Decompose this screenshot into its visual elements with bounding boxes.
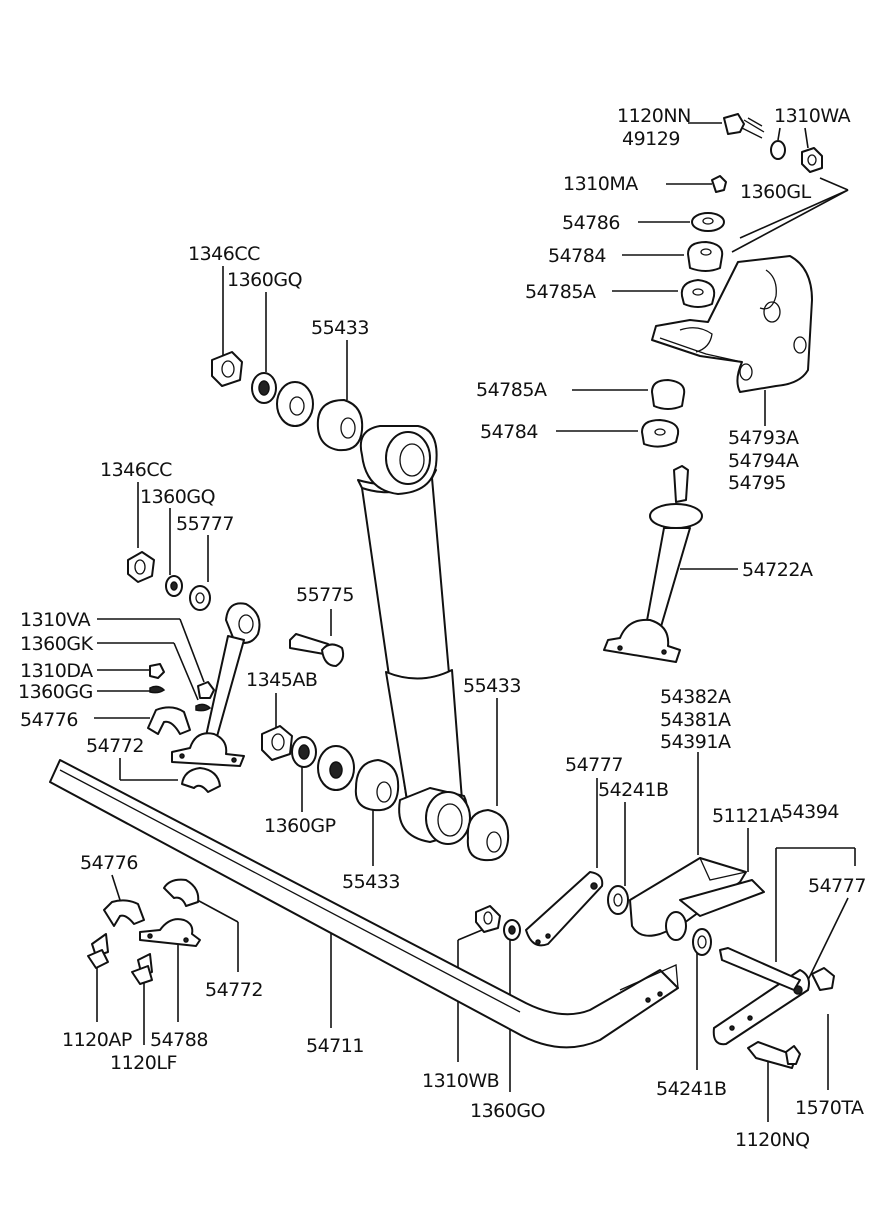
label-49129: 49129 [622, 128, 680, 150]
lower-hardware-center [475, 905, 521, 941]
lower-bracket-group [525, 857, 835, 1069]
stabilizer-link-left [127, 551, 345, 793]
label-1120NN: 1120NN [617, 105, 691, 127]
label-54722A: 54722A [742, 559, 813, 581]
label-54785A-mid: 54785A [476, 379, 547, 401]
label-54777-right: 54777 [808, 875, 866, 897]
label-1360GQ-top: 1360GQ [227, 269, 302, 291]
label-1310MA: 1310MA [563, 173, 638, 195]
upper-hardware [641, 113, 823, 448]
label-1360GK: 1360GK [20, 633, 94, 655]
label-54394: 54394 [781, 801, 839, 823]
stabilizer-link-right [603, 465, 703, 663]
label-55433-bottom: 55433 [342, 871, 400, 893]
label-1310DA: 1310DA [20, 660, 93, 682]
label-54391A: 54391A [660, 731, 731, 753]
label-1360GP: 1360GP [264, 815, 336, 837]
label-1345AB: 1345AB [246, 669, 317, 691]
label-55775: 55775 [296, 584, 354, 606]
label-1360GL: 1360GL [740, 181, 812, 203]
label-1310VA: 1310VA [20, 609, 91, 631]
label-54793A: 54793A [728, 427, 799, 449]
label-54784-top: 54784 [548, 245, 606, 267]
label-54788: 54788 [150, 1029, 208, 1051]
stabilizer-bar [49, 759, 679, 1049]
shock-absorber [357, 425, 471, 845]
label-1310WA: 1310WA [774, 105, 851, 127]
label-54784-mid: 54784 [480, 421, 538, 443]
label-54795: 54795 [728, 472, 786, 494]
label-1310WB: 1310WB [422, 1070, 499, 1092]
label-54777-mid: 54777 [565, 754, 623, 776]
label-55433-right: 55433 [463, 675, 521, 697]
label-54772-left: 54772 [86, 735, 144, 757]
label-1120LF: 1120LF [110, 1052, 177, 1074]
label-54785A-top: 54785A [525, 281, 596, 303]
upper-bracket [651, 255, 813, 393]
label-1346CC-left: 1346CC [100, 459, 172, 481]
label-54772-bottom: 54772 [205, 979, 263, 1001]
label-1346CC-top: 1346CC [188, 243, 260, 265]
label-1120NQ: 1120NQ [735, 1129, 810, 1151]
label-54786: 54786 [562, 212, 620, 234]
label-54711: 54711 [306, 1035, 364, 1057]
label-54794A: 54794A [728, 450, 799, 472]
label-54776-left: 54776 [20, 709, 78, 731]
label-54241B-top: 54241B [598, 779, 668, 801]
label-55433-top: 55433 [311, 317, 369, 339]
shock-bottom-hardware [261, 725, 510, 862]
label-54382A: 54382A [660, 686, 731, 708]
part-labels: 1120NN 49129 1310WA 1310MA 1360GL 54786 … [18, 105, 866, 1151]
label-54241B-bottom: 54241B [656, 1078, 726, 1100]
label-51121A: 51121A [712, 805, 783, 827]
lower-hardware-left [87, 878, 201, 985]
shock-top-hardware [211, 351, 364, 452]
label-54776-bottom: 54776 [80, 852, 138, 874]
label-1120AP: 1120AP [62, 1029, 132, 1051]
label-1570TA: 1570TA [795, 1097, 864, 1119]
label-1360GO: 1360GO [470, 1100, 545, 1122]
label-1360GG: 1360GG [18, 681, 93, 703]
label-55777-left: 55777 [176, 513, 234, 535]
label-1360GQ-left: 1360GQ [140, 486, 215, 508]
label-54381A: 54381A [660, 709, 731, 731]
